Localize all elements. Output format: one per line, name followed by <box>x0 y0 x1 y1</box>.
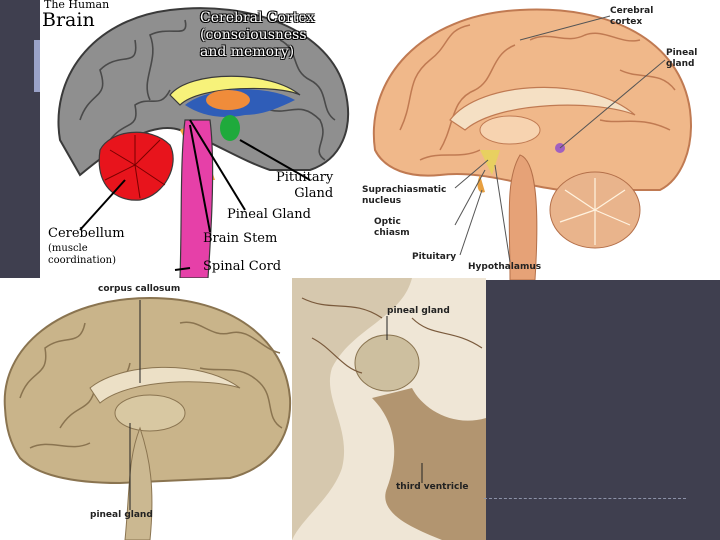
brainstem-cartoon-shape <box>180 120 213 278</box>
illustration-hypothalamus-label: Hypothalamus <box>468 262 541 272</box>
cartoon-spinalcord-label: Spinal Cord <box>203 259 281 274</box>
cartoon-brainstem-label: Brain Stem <box>203 231 277 246</box>
illustration-optic-label: Optic chiasm <box>374 217 410 239</box>
illustration-thalamus <box>480 116 540 144</box>
closeup-photo-figure <box>292 278 486 540</box>
cartoon-title-large: Brain <box>42 9 95 31</box>
thalamus-blob <box>206 90 250 110</box>
specimen-photo-figure <box>0 278 292 540</box>
pineal-cartoon-shape <box>220 115 240 141</box>
specimen-pineal-label: pineal gland <box>90 510 153 520</box>
specimen-photo-panel: corpus callosum pineal gland <box>0 278 292 540</box>
closeup-pineal-label: pineal gland <box>387 306 450 316</box>
illustration-cortex-label: Cerebral cortex <box>610 6 653 28</box>
cartoon-cortex-label: Cerebral Cortex (consciousness and memor… <box>200 10 315 61</box>
cartoon-cerebellum-note: (muscle coordination) <box>48 243 116 267</box>
closeup-pineal-shape <box>355 335 419 391</box>
illustration-brain-figure <box>360 0 720 280</box>
illustration-suprachiasmatic-label: Suprachiasmatic nucleus <box>362 185 446 207</box>
closeup-ventricle-label: third ventricle <box>396 482 469 492</box>
illustration-pituitary-label: Pituitary <box>412 252 456 262</box>
specimen-corpus-label: corpus callosum <box>98 284 180 294</box>
footer-dashed-line <box>484 498 686 499</box>
cartoon-brain-panel: The Human Brain Cerebral Cortex (conscio… <box>40 0 360 278</box>
specimen-thalamus <box>115 395 185 431</box>
cartoon-pineal-label: Pineal Gland <box>227 207 311 222</box>
cartoon-cerebellum-label: Cerebellum <box>48 226 125 241</box>
cartoon-pituitary-label: Pituitary Gland <box>276 170 333 202</box>
illustration-pineal-label: Pineal gland <box>666 48 697 70</box>
illustration-brain-panel: Cerebral cortex Pineal gland Suprachiasm… <box>360 0 720 280</box>
closeup-photo-panel: pineal gland third ventricle <box>292 278 486 540</box>
